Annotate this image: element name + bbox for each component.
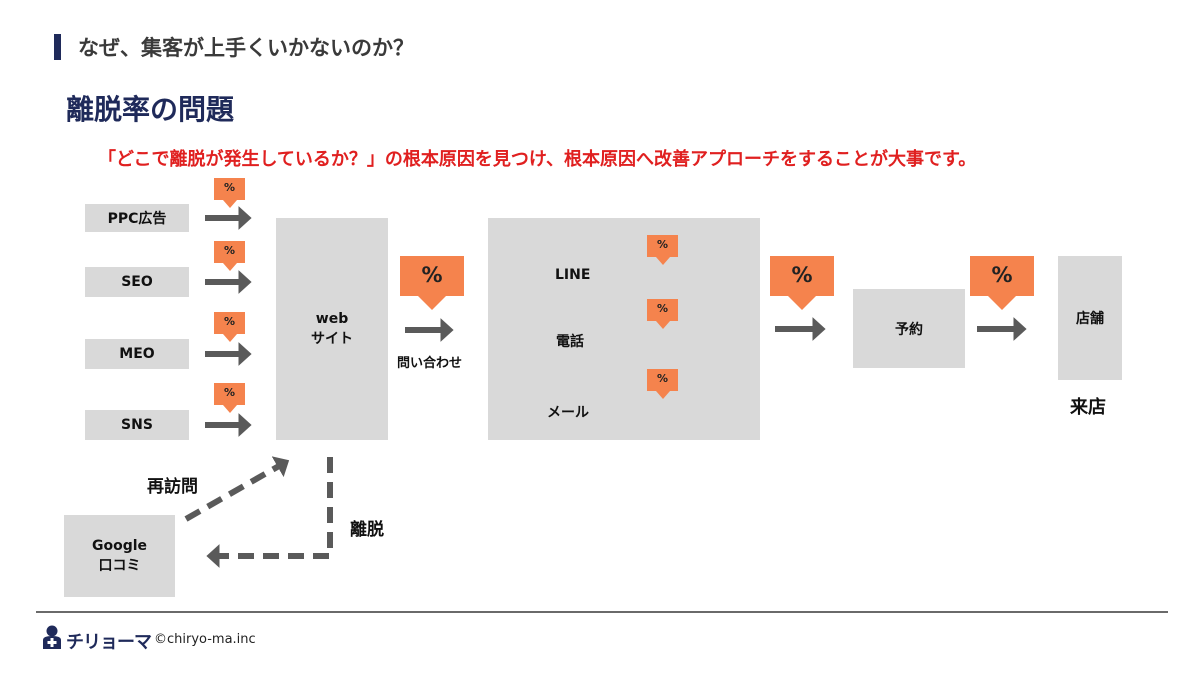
percent-badge-inquiry: %	[400, 256, 464, 296]
churn-path	[206, 457, 333, 568]
website-box: web サイト	[276, 218, 388, 440]
channel-mail: メール	[547, 405, 589, 421]
source-seo: SEO	[85, 267, 189, 297]
website-label-line1: web	[315, 311, 349, 327]
percent-badge-reservation: %	[770, 256, 834, 296]
lead-text: 「どこで離脱が発生しているか？」の根本原因を見つけ、根本原因へ改善アプローチをす…	[98, 149, 977, 170]
header-accent-bar	[54, 34, 61, 60]
website-label-line2: サイト	[311, 331, 353, 347]
inquiry-label: 問い合わせ	[397, 356, 463, 371]
page-title: 離脱率の問題	[66, 93, 235, 126]
brand-mascot-icon	[43, 625, 61, 649]
source-sns: SNS	[85, 410, 189, 440]
percent-badge-ppc: %	[214, 178, 245, 200]
channel-line: LINE	[555, 267, 591, 283]
percent-badge-line: %	[647, 235, 678, 257]
copyright-text: ©chiryo-ma.inc	[154, 632, 256, 647]
google-review-box: Google 口コミ	[64, 515, 175, 597]
channels-box	[488, 218, 760, 440]
percent-badge-store: %	[970, 256, 1034, 296]
google-label-line1: Google	[91, 538, 148, 554]
source-ppc: PPC広告	[85, 204, 189, 232]
percent-badge-phone: %	[647, 299, 678, 321]
google-label-line2: 口コミ	[98, 558, 141, 574]
brand-logo-text: チリョーマ	[66, 632, 152, 653]
footer-divider	[36, 611, 1168, 613]
reservation-box: 予約	[853, 289, 965, 368]
percent-badge-mail: %	[647, 369, 678, 391]
store-box: 店舗	[1058, 256, 1122, 380]
section-title: なぜ、集客が上手くいかないのか？	[78, 36, 414, 60]
visit-label: 来店	[1070, 397, 1106, 418]
percent-badge-sns: %	[214, 383, 245, 405]
percent-badge-meo: %	[214, 312, 245, 334]
churn-label: 離脱	[350, 520, 384, 540]
channel-phone: 電話	[556, 334, 584, 350]
source-meo: MEO	[85, 339, 189, 369]
revisit-path	[184, 456, 290, 522]
percent-badge-seo: %	[214, 241, 245, 263]
revisit-label: 再訪問	[147, 477, 198, 497]
